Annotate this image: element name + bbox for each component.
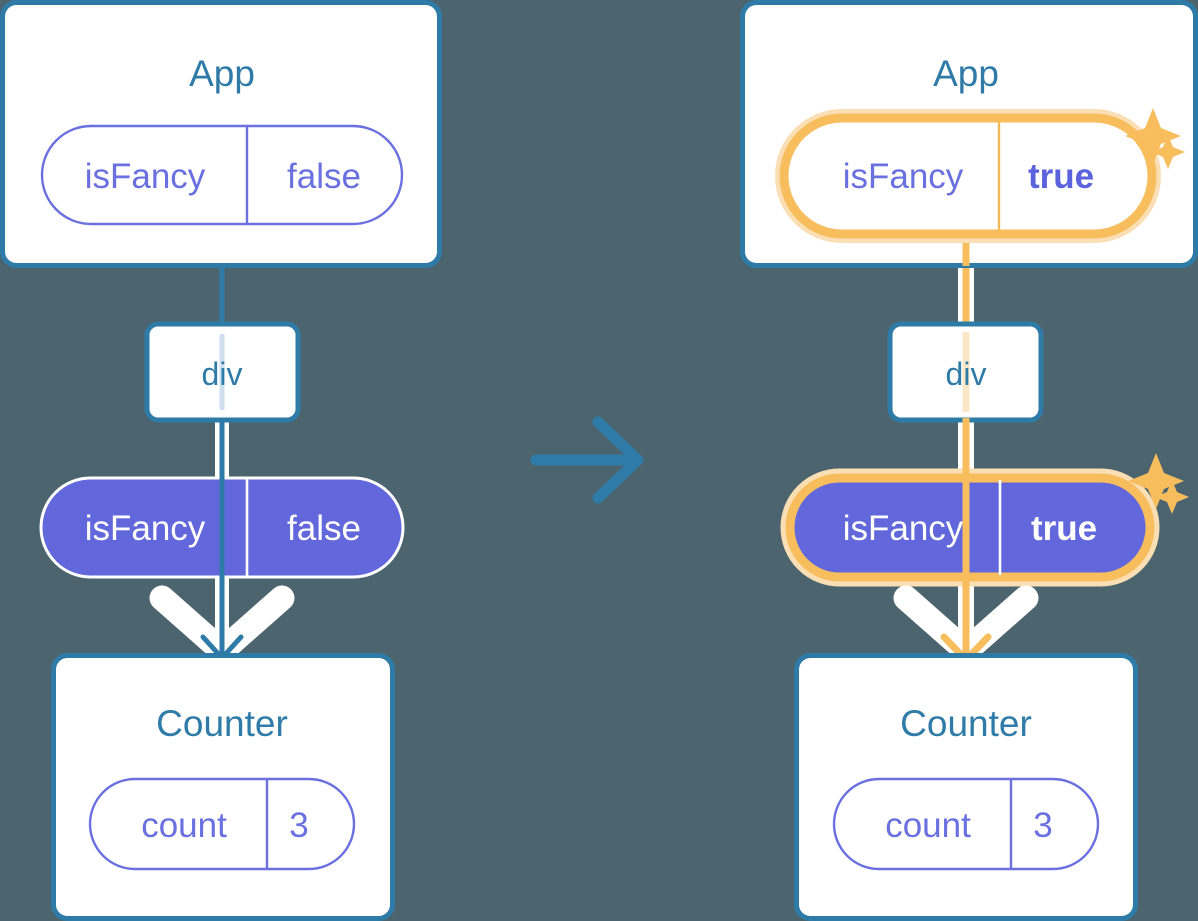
props-pill-ring-after: [785, 473, 1155, 582]
sparkle-small-icon-app: [1151, 135, 1185, 169]
panel-after: App isFancy true div isFan: [740, 0, 1198, 921]
div-node-label-after: div: [946, 356, 987, 392]
counter-state-pill-after: [832, 777, 1100, 871]
sparkle-icon-props-after: [1128, 453, 1189, 514]
sparkle-small-icon-props: [1155, 480, 1189, 514]
app-title-before: App: [189, 53, 255, 94]
app-state-pill-key-after: isFancy: [843, 157, 964, 196]
app-state-pill-value-after: true: [1028, 157, 1094, 196]
app-title-after: App: [933, 53, 999, 94]
app-state-pill-before: [40, 124, 404, 226]
props-pill-key-before: isFancy: [85, 509, 206, 548]
props-pill-value-after: true: [1031, 509, 1097, 548]
counter-title-after: Counter: [900, 703, 1032, 744]
counter-state-pill-key-after: count: [885, 806, 971, 845]
transition-arrow-icon: [530, 416, 644, 504]
app-state-pill-value-before: false: [287, 157, 361, 196]
counter-state-pill-value-before: 3: [289, 806, 308, 845]
sparkle-icon-app-after: [1125, 108, 1185, 169]
sparkle-large-icon-app: [1125, 108, 1181, 164]
props-pill-key-after: isFancy: [843, 509, 964, 548]
counter-title-before: Counter: [156, 703, 288, 744]
div-node-label-before: div: [202, 356, 243, 392]
app-state-pill-ring-after: [779, 113, 1157, 239]
panel-before: App isFancy false div isFancy false: [0, 0, 442, 921]
counter-state-pill-value-after: 3: [1033, 806, 1052, 845]
sparkle-large-icon-props: [1128, 453, 1184, 509]
counter-state-pill-before: [88, 777, 356, 871]
transition-arrow-head: [592, 416, 644, 504]
props-pill-value-before: false: [287, 509, 361, 548]
counter-state-pill-key-before: count: [141, 806, 227, 845]
app-state-pill-key-before: isFancy: [85, 157, 206, 196]
